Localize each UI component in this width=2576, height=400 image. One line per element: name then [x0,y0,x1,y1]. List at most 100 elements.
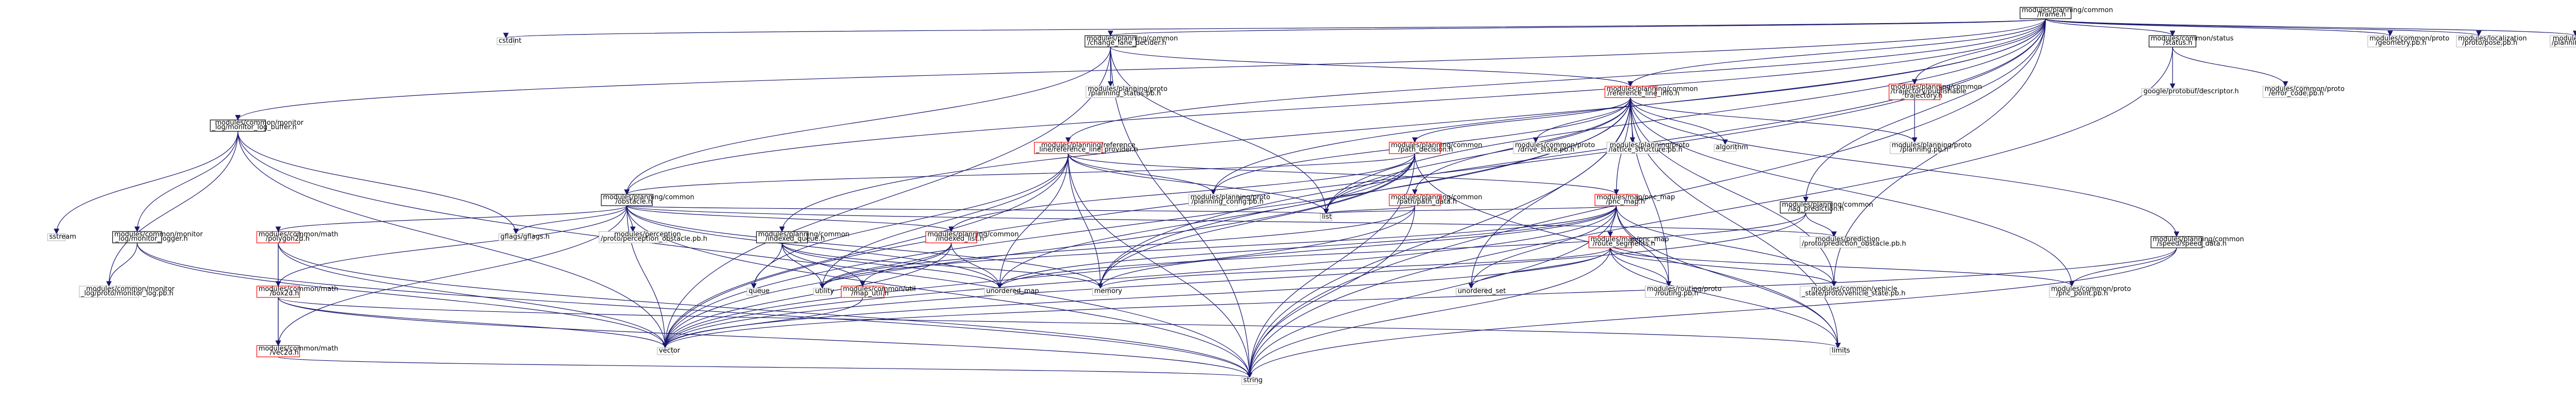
edge-speed-data-to-pnc-point-pb [2069,247,2177,287]
node-ref-line-info[interactable]: modules/planning/common/reference_line_i… [1604,86,1698,98]
edge-pnc-map-to-vector [662,205,1617,348]
edge-root-to-cstdint [504,18,2046,39]
node-change-lane[interactable]: modules/planning/common/change_lane_deci… [1084,35,1178,47]
edge-root-to-status [2045,18,2176,37]
node-label-line: modules/common/status [2151,35,2234,43]
edge-root-to-change-lane [1108,18,2046,37]
node-label-line: sstream [49,233,76,241]
edge-indexed-list-to-utility [819,243,952,289]
node-box [1889,84,1941,101]
edge-root-to-pose-pb [2045,18,2482,37]
node-polygon2d[interactable]: modules/common/math/polygon2d.h [256,231,338,243]
edge-ref-line-provider-to-string [1067,153,1252,378]
edge-route-segments-to-memory [1097,247,1611,289]
node-box [756,231,808,243]
node-label-line: modules/planning/proto [1609,141,1689,149]
edge-ref-line-provider-to-pnc-map [1067,153,1619,195]
node-box [1800,236,1868,248]
node-label-line: /reference_line_info.h [1607,90,1679,97]
edge-vec2d-to-string [278,356,1252,378]
node-label-line: string [1243,377,1262,385]
edge-obstacle-to-memory [626,205,1104,289]
node-vec2d[interactable]: modules/common/math/vec2d.h [256,345,338,358]
node-box [1455,288,1487,296]
node-label-line: /path/path_data.h [1397,198,1457,206]
edge-ref-line-provider-to-queue [751,153,1069,289]
node-log-buffer[interactable]: modules/common/monitor_log/monitor_log_b… [210,119,304,132]
node-ref-line-provider[interactable]: modules/planning/reference_line/referenc… [1033,141,1138,154]
node-box [2456,35,2502,47]
edge-polygon2d-to-vector [278,243,668,348]
node-box [1890,142,1940,154]
node-route-segments[interactable]: modules/map/pnc_map/route_segments.h [1588,236,1669,248]
edge-change-lane-to-fcn-list [1110,47,1329,214]
node-label-line: /routing.pb.h [1655,290,1699,297]
node-box [256,286,300,298]
edge-ref-line-info-to-algorithm [1630,97,1728,145]
node-box [925,231,977,243]
node-root[interactable]: modules/planning/common/frame.h [2020,7,2113,19]
node-label-line: modules/planning/proto [2553,35,2576,43]
node-label-line: modules/planning/proto [1191,193,1270,201]
node-label-line: modules/localization [2458,35,2527,43]
node-box [2049,286,2095,298]
node-box [1320,213,1332,222]
edge-obstacle-to-fcn-list [626,205,1328,214]
node-box [79,286,139,298]
edge-path-decision-to-string [1247,153,1415,378]
node-label-line: unordered_map [986,288,1039,295]
node-box2d[interactable]: modules/common/math/box2d.h [256,285,338,298]
node-map-util[interactable]: modules/common/util/map_util.h [841,285,916,298]
node-label-line: _line/reference_line_provider.h [1036,146,1138,154]
node-label-line: modules/planning/common [927,231,1019,239]
edge-root-to-pub-traj [1911,19,2046,85]
node-label-line: /map_util.h [851,290,889,297]
node-indexed-queue[interactable]: modules/planning/common/indexed_queue.h [756,231,850,243]
node-label-line: modules/planning/common [603,193,694,201]
edge-layer [54,18,2576,378]
node-box [498,233,534,241]
edge-path-decision-to-obstacle [624,153,1415,195]
node-path-data[interactable]: modules/planning/common/path/path_data.h [1388,193,1482,206]
edge-indexed-queue-to-utility [782,243,825,289]
node-algorithm: algorithm [1714,144,1748,152]
edge-ref-line-info-to-planning-pb [1630,97,1918,143]
node-monitor-logger[interactable]: modules/common/monitor_log/monitor_logge… [112,231,204,243]
node-indexed-list[interactable]: modules/planning/common/indexed_list.h [925,231,1019,243]
node-lag-prediction[interactable]: modules/planning/common/lag_prediction.h [1780,201,1873,213]
node-box [2148,35,2196,47]
node-label-line: modules/common/proto [1515,141,1595,149]
node-label-line: _log/monitor_logger.h [115,235,188,243]
node-pnc-point-pb: modules/common/proto/pnc_point.pb.h [2049,285,2131,298]
edge-root-to-fcn-list [1323,19,2046,214]
node-pub-traj[interactable]: modules/planning/common/trajectory/publi… [1889,84,1982,101]
edge-speed-data-to-vector [662,247,2177,348]
edge-ref-line-info-to-limits [1630,97,1841,348]
edge-path-data-to-string [1247,205,1415,378]
node-box [1604,86,1656,98]
edge-root-to-planning-internal-pb [2045,18,2576,37]
node-label-line: /lag_prediction.h [1788,205,1844,213]
node-speed-data[interactable]: modules/planning/common/speed/speed_data… [2150,236,2244,248]
node-geometry-pb: modules/common/proto/geometry.pb.h [2367,35,2449,47]
node-pnc-map[interactable]: modules/map/pnc_map/pnc_map.h [1595,193,1675,206]
edge-path-decision-to-limits [1414,153,1841,348]
edge-log-buffer-to-gflags [238,131,519,235]
node-box [1084,35,1137,47]
node-fcn-list: list [1320,213,1332,222]
node-box [1092,288,1109,296]
node-lattice-pb: modules/planning/proto/lattice_structure… [1606,141,1689,154]
edge-change-lane-to-ref-line-info [1110,46,1633,87]
node-box [1388,142,1441,154]
node-obstacle[interactable]: modules/planning/common/obstacle.h [601,193,694,206]
node-status[interactable]: modules/common/status/status.h [2148,35,2234,47]
node-label-line: /drive_state.pb.h [1518,146,1575,154]
edge-root-to-ref-line-provider [1065,19,2046,143]
node-label-line: /frame.h [2037,11,2065,19]
node-label-line: modules/planning/common [2153,236,2244,243]
edge-root-to-lag-prediction [1803,19,2046,203]
edge-indexed-queue-to-map-util [782,243,866,287]
node-label-line: /pnc_point.pb.h [2056,290,2108,297]
node-path-decision[interactable]: modules/planning/common/path_decision.h [1388,141,1482,154]
